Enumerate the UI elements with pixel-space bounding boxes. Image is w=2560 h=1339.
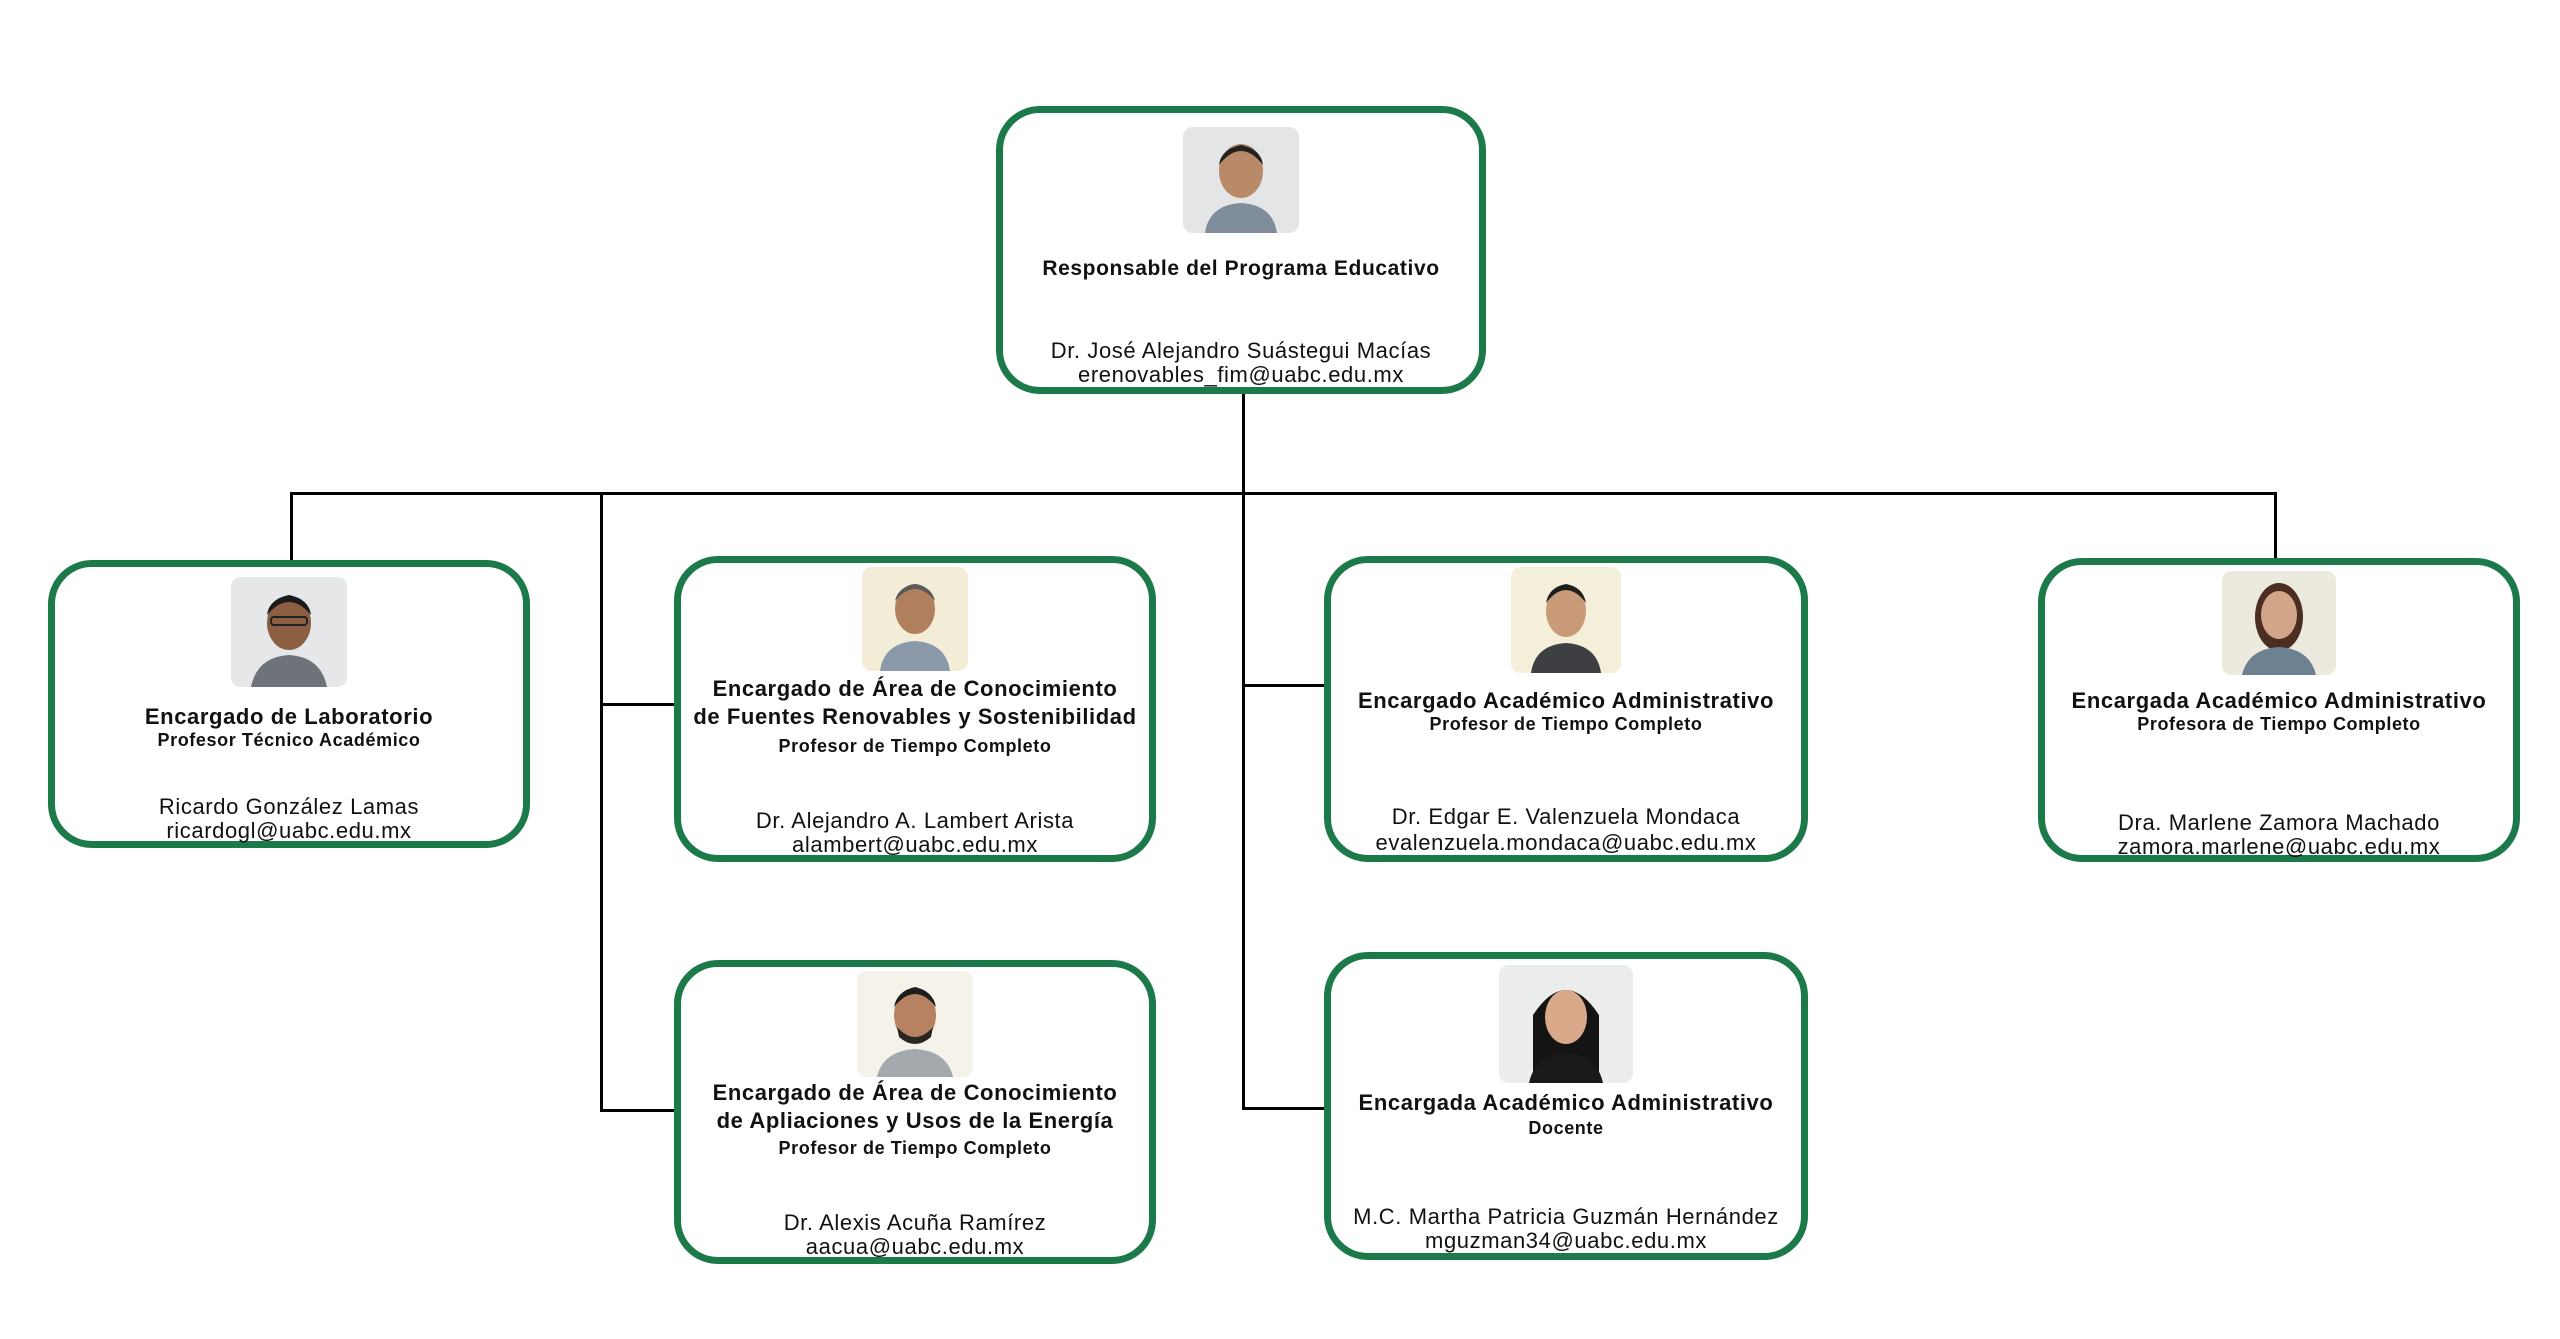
node-name: M.C. Martha Patricia Guzmán Hernández <box>1353 1204 1779 1229</box>
node-subtitle: Profesor Técnico Académico <box>157 730 421 750</box>
connector-right-down <box>2274 492 2277 558</box>
node-name: Ricardo González Lamas <box>158 794 420 819</box>
portrait-photo <box>2222 571 2336 675</box>
node-subtitle: Profesor de Tiempo Completo <box>1429 714 1703 734</box>
portrait-photo <box>1183 127 1299 233</box>
node-name: Dr. Alexis Acuña Ramírez <box>783 1210 1047 1235</box>
org-node-root: Responsable del Programa Educativo Dr. J… <box>996 106 1486 394</box>
node-subtitle: Profesora de Tiempo Completo <box>2137 714 2421 734</box>
node-title: de Fuentes Renovables y Sostenibilidad <box>693 704 1137 729</box>
node-email[interactable]: evalenzuela.mondaca@uabc.edu.mx <box>1375 830 1757 855</box>
node-email[interactable]: aacua@uabc.edu.mx <box>805 1234 1025 1259</box>
node-title: Encargado de Área de Conocimiento <box>712 1080 1118 1105</box>
portrait-photo <box>231 577 347 687</box>
org-node-laboratorio: Encargado de Laboratorio Profesor Técnic… <box>48 560 530 848</box>
node-subtitle: Docente <box>1528 1118 1604 1138</box>
org-node-academico-administrativo-3: Encargada Académico Administrativo Docen… <box>1324 952 1808 1260</box>
node-email[interactable]: mguzman34@uabc.edu.mx <box>1425 1228 1707 1253</box>
node-email[interactable]: erenovables_fim@uabc.edu.mx <box>1078 362 1404 387</box>
node-name: Dr. José Alejandro Suástegui Macías <box>1050 338 1432 363</box>
connector-center-branch-1 <box>1242 684 1324 687</box>
portrait-photo <box>862 567 968 671</box>
node-name: Dra. Marlene Zamora Machado <box>2118 810 2440 835</box>
node-email[interactable]: zamora.marlene@uabc.edu.mx <box>2117 834 2441 859</box>
connector-main-horizontal <box>290 492 2277 495</box>
node-title: Encargado de Laboratorio <box>144 704 434 729</box>
node-subtitle: Profesor de Tiempo Completo <box>778 1138 1052 1158</box>
node-title: Responsable del Programa Educativo <box>1042 257 1440 280</box>
node-subtitle: Profesor de Tiempo Completo <box>778 736 1052 756</box>
connector-center-branch-2 <box>1242 1107 1324 1110</box>
node-title: Encargada Académico Administrativo <box>1358 1090 1774 1115</box>
connector-left-branch-2 <box>600 1109 674 1112</box>
node-email[interactable]: alambert@uabc.edu.mx <box>792 832 1038 857</box>
connector-root-down <box>1242 392 1245 492</box>
portrait-photo <box>1499 965 1633 1083</box>
node-title: Encargada Académico Administrativo <box>2071 688 2487 713</box>
org-node-fuentes-renovables: Encargado de Área de Conocimiento de Fue… <box>674 556 1156 862</box>
node-name: Dr. Alejandro A. Lambert Arista <box>755 808 1075 833</box>
connector-left-branch-1 <box>600 703 674 706</box>
connector-left-trunk <box>600 492 603 1112</box>
node-title: de Apliaciones y Usos de la Energía <box>716 1108 1114 1133</box>
node-email[interactable]: ricardogl@uabc.edu.mx <box>166 818 412 843</box>
portrait-photo <box>1511 567 1621 673</box>
org-node-academico-administrativo-2: Encargada Académico Administrativo Profe… <box>2038 558 2520 862</box>
node-title: Encargado de Área de Conocimiento <box>712 676 1118 701</box>
node-title: Encargado Académico Administrativo <box>1357 688 1775 713</box>
org-node-academico-administrativo-1: Encargado Académico Administrativo Profe… <box>1324 556 1808 862</box>
connector-center-trunk <box>1242 492 1245 1110</box>
org-node-aplicaciones-energia: Encargado de Área de Conocimiento de Apl… <box>674 960 1156 1264</box>
portrait-photo <box>857 971 973 1077</box>
node-name: Dr. Edgar E. Valenzuela Mondaca <box>1391 804 1741 829</box>
connector-lab-down <box>290 492 293 560</box>
